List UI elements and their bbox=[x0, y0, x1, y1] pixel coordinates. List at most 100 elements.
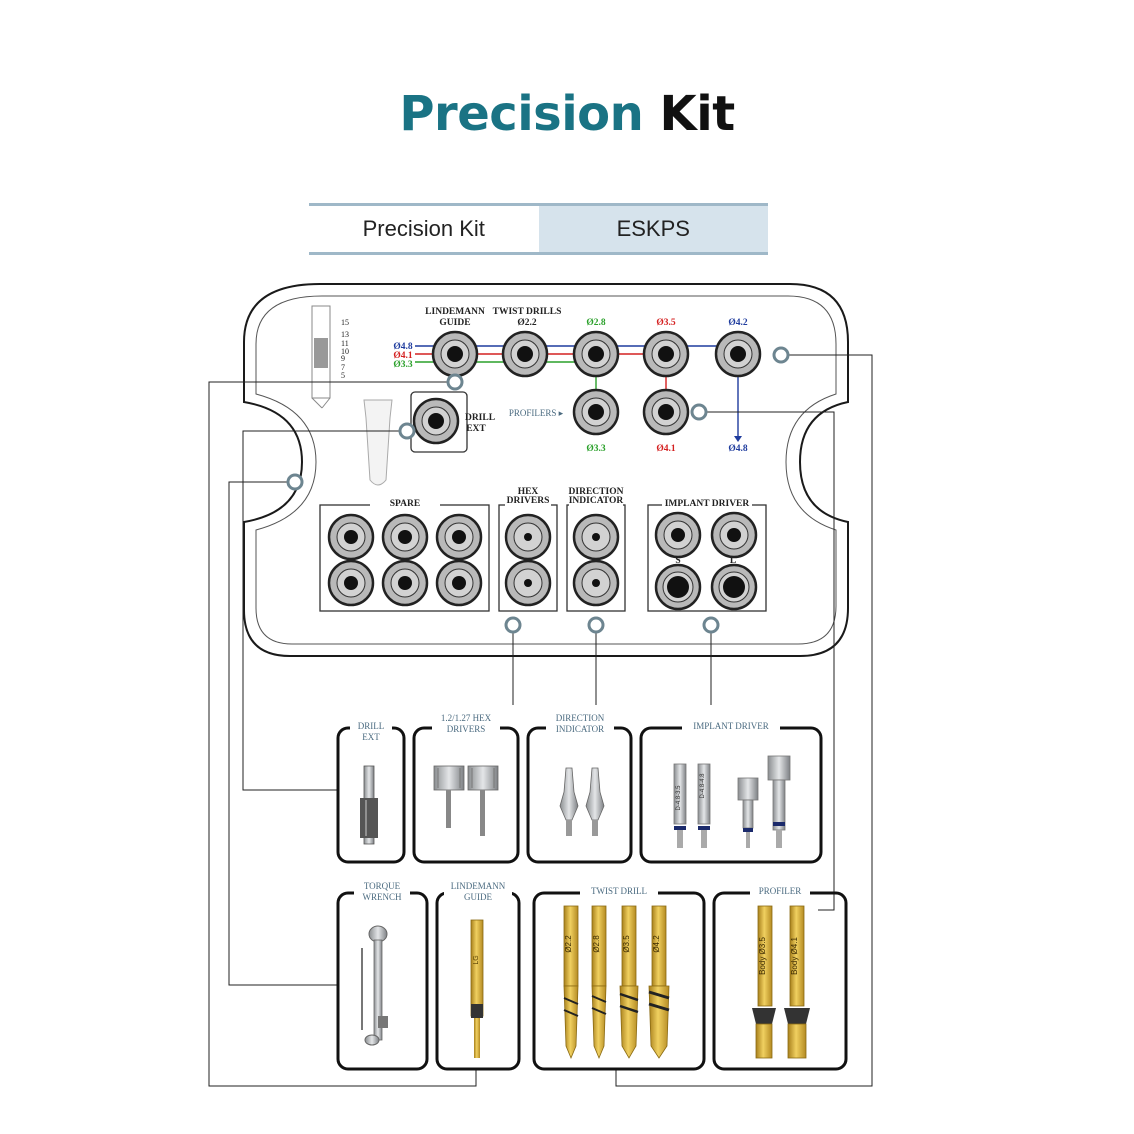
label-d28: Ø2.8 bbox=[586, 318, 606, 328]
title-part-precision: Precision bbox=[399, 86, 644, 142]
twist-drill-mark: Ø2.2 bbox=[564, 935, 573, 953]
label-implant-driver: IMPLANT DRIVER bbox=[665, 499, 750, 509]
profiler-mark: Body Ø3.5 bbox=[758, 937, 767, 975]
gauge-mark: 13 bbox=[341, 330, 349, 339]
gauge-mark: 5 bbox=[341, 371, 345, 380]
box-label-lindemann-2: GUIDE bbox=[464, 892, 492, 902]
box-label-drill-ext-2: EXT bbox=[362, 732, 380, 742]
box-label-lindemann-1: LINDEMANN bbox=[451, 881, 506, 891]
socket-profiler-41 bbox=[642, 388, 690, 436]
drill-ext-frame bbox=[410, 391, 468, 453]
label-lindemann-1: LINDEMANN bbox=[425, 307, 485, 317]
label-profilers: PROFILERS ▸ bbox=[509, 408, 564, 418]
connector-lines bbox=[208, 354, 873, 1087]
spare-socket bbox=[327, 513, 375, 561]
label-lindemann-2: GUIDE bbox=[439, 318, 470, 328]
label-prof-33: Ø3.3 bbox=[586, 444, 606, 454]
label-spare: SPARE bbox=[390, 499, 420, 509]
twist-drill-tool: Ø4.2 bbox=[648, 905, 670, 1059]
label-direction-1: DIRECTION bbox=[569, 487, 624, 497]
box-label-profiler: PROFILER bbox=[759, 886, 802, 896]
label-d35: Ø3.5 bbox=[656, 318, 676, 328]
torque-wrench-tool bbox=[361, 925, 388, 1046]
tray bbox=[243, 283, 849, 657]
page-title: Precision Kit bbox=[0, 86, 1134, 142]
label-driver-l: L bbox=[730, 556, 736, 566]
connector-points bbox=[286, 346, 790, 634]
label-prof-41: Ø4.1 bbox=[656, 444, 676, 454]
direction-indicator-tool bbox=[559, 767, 579, 836]
hex-socket bbox=[504, 513, 552, 561]
label-hex-2: DRIVERS bbox=[507, 496, 550, 506]
twist-drill-mark: Ø4.2 bbox=[652, 935, 661, 953]
socket-drill-ext bbox=[412, 397, 460, 445]
gauge-mark: 10 bbox=[341, 347, 349, 356]
socket-lindemann bbox=[431, 330, 479, 378]
profiler-tool: Body Ø3.5 bbox=[752, 905, 776, 1059]
spare-socket bbox=[327, 559, 375, 607]
label-twist-drills: TWIST DRILLS bbox=[493, 307, 562, 317]
hex-driver-tool bbox=[433, 765, 465, 828]
direction-socket bbox=[572, 559, 620, 607]
box-label-direction-2: INDICATOR bbox=[556, 724, 604, 734]
label-left-48: Ø4.8 bbox=[393, 342, 413, 352]
implant-driver-tool bbox=[767, 755, 791, 848]
kit-name-cell: Precision Kit bbox=[362, 216, 485, 241]
spare-socket bbox=[381, 513, 429, 561]
implant-driver-tool: D-4.8-4.8 bbox=[697, 763, 711, 848]
socket-twist-42 bbox=[714, 330, 762, 378]
box-label-twist-drill: TWIST DRILL bbox=[591, 886, 647, 896]
implant-socket bbox=[710, 563, 758, 611]
tray-outline-inner bbox=[255, 295, 837, 645]
implant-driver-sockets bbox=[654, 511, 758, 611]
implant-socket bbox=[654, 511, 702, 559]
box-label-torque-1: TORQUE bbox=[364, 881, 401, 891]
profiler-tool: Body Ø4.1 bbox=[784, 905, 810, 1059]
lindemann-guide-tool: LG bbox=[470, 919, 484, 1058]
twist-drill-mark: Ø2.8 bbox=[592, 935, 601, 953]
socket-twist-22 bbox=[501, 330, 549, 378]
spare-socket bbox=[435, 559, 483, 607]
label-twist-22: Ø2.2 bbox=[517, 318, 537, 328]
label-d42: Ø4.2 bbox=[728, 318, 748, 328]
twist-drill-tool: Ø3.5 bbox=[619, 905, 639, 1059]
twist-drill-tool: Ø2.2 bbox=[563, 905, 579, 1060]
box-label-hex-2: DRIVERS bbox=[447, 724, 486, 734]
kit-code-cell: ESKPS bbox=[538, 206, 768, 252]
title-part-kit: Kit bbox=[659, 86, 736, 142]
box-label-direction-1: DIRECTION bbox=[556, 713, 605, 723]
gauge-mark: 11 bbox=[341, 339, 349, 348]
spare-socket bbox=[381, 559, 429, 607]
tray-outline-outer bbox=[243, 283, 849, 657]
label-left-33: Ø3.3 bbox=[393, 360, 413, 370]
implant-socket bbox=[710, 511, 758, 559]
direction-sockets bbox=[572, 513, 620, 607]
gauge-mark: 15 bbox=[341, 318, 349, 327]
implant-socket bbox=[654, 563, 702, 611]
twist-drill-mark: Ø3.5 bbox=[622, 935, 631, 953]
implant-driver-mark: D-4.8-3.5 bbox=[676, 785, 682, 811]
direction-socket bbox=[572, 513, 620, 561]
gauge-marks: 15 13 11 10 9 7 5 bbox=[341, 318, 349, 380]
implant-driver-tool: D-4.8-3.5 bbox=[673, 763, 687, 848]
spare-socket bbox=[435, 513, 483, 561]
box-label-drill-ext-1: DRILL bbox=[358, 721, 385, 731]
gauge-mark: 7 bbox=[341, 363, 345, 372]
twist-drill-tool: Ø2.8 bbox=[591, 905, 607, 1060]
depth-gauge bbox=[311, 305, 331, 409]
implant-silhouette bbox=[363, 399, 393, 486]
implant-driver-mark: D-4.8-4.8 bbox=[700, 773, 706, 799]
label-drill-ext-1: DRILL bbox=[465, 413, 495, 423]
label-driver-s: S bbox=[675, 556, 680, 566]
box-label-hex-1: 1.2/1.27 HEX bbox=[441, 713, 492, 723]
lindemann-mark: LG bbox=[473, 955, 480, 964]
spec-table: Precision Kit ESKPS bbox=[309, 203, 768, 255]
gauge-mark: 9 bbox=[341, 354, 345, 363]
hex-driver-sockets bbox=[504, 513, 552, 607]
profiler-mark: Body Ø4.1 bbox=[790, 937, 799, 975]
socket-profiler-33 bbox=[572, 388, 620, 436]
label-drill-ext-2: EXT bbox=[466, 424, 486, 434]
box-label-torque-2: WRENCH bbox=[363, 892, 402, 902]
label-left-41: Ø4.1 bbox=[393, 351, 413, 361]
